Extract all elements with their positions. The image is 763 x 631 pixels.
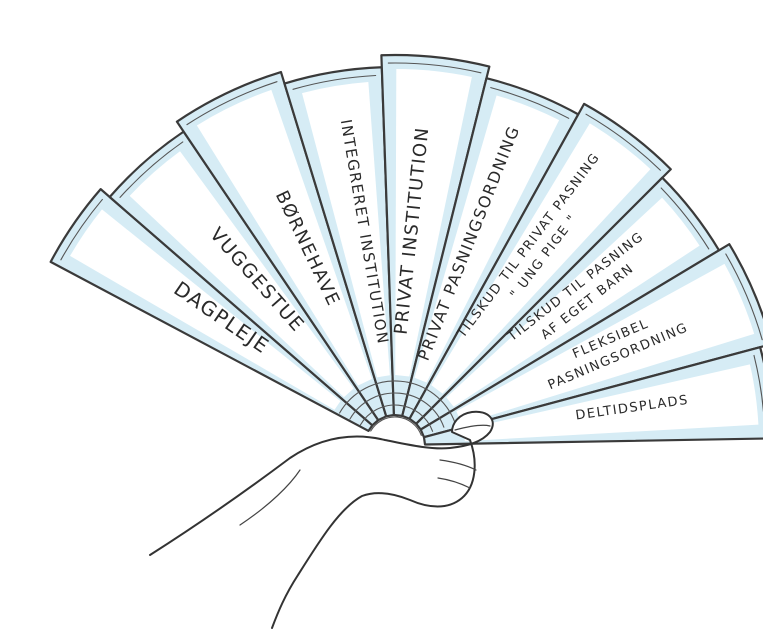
fan-blades: DAGPLEJEVUGGESTUEBØRNEHAVEINTEGRERET INS… — [51, 55, 763, 444]
